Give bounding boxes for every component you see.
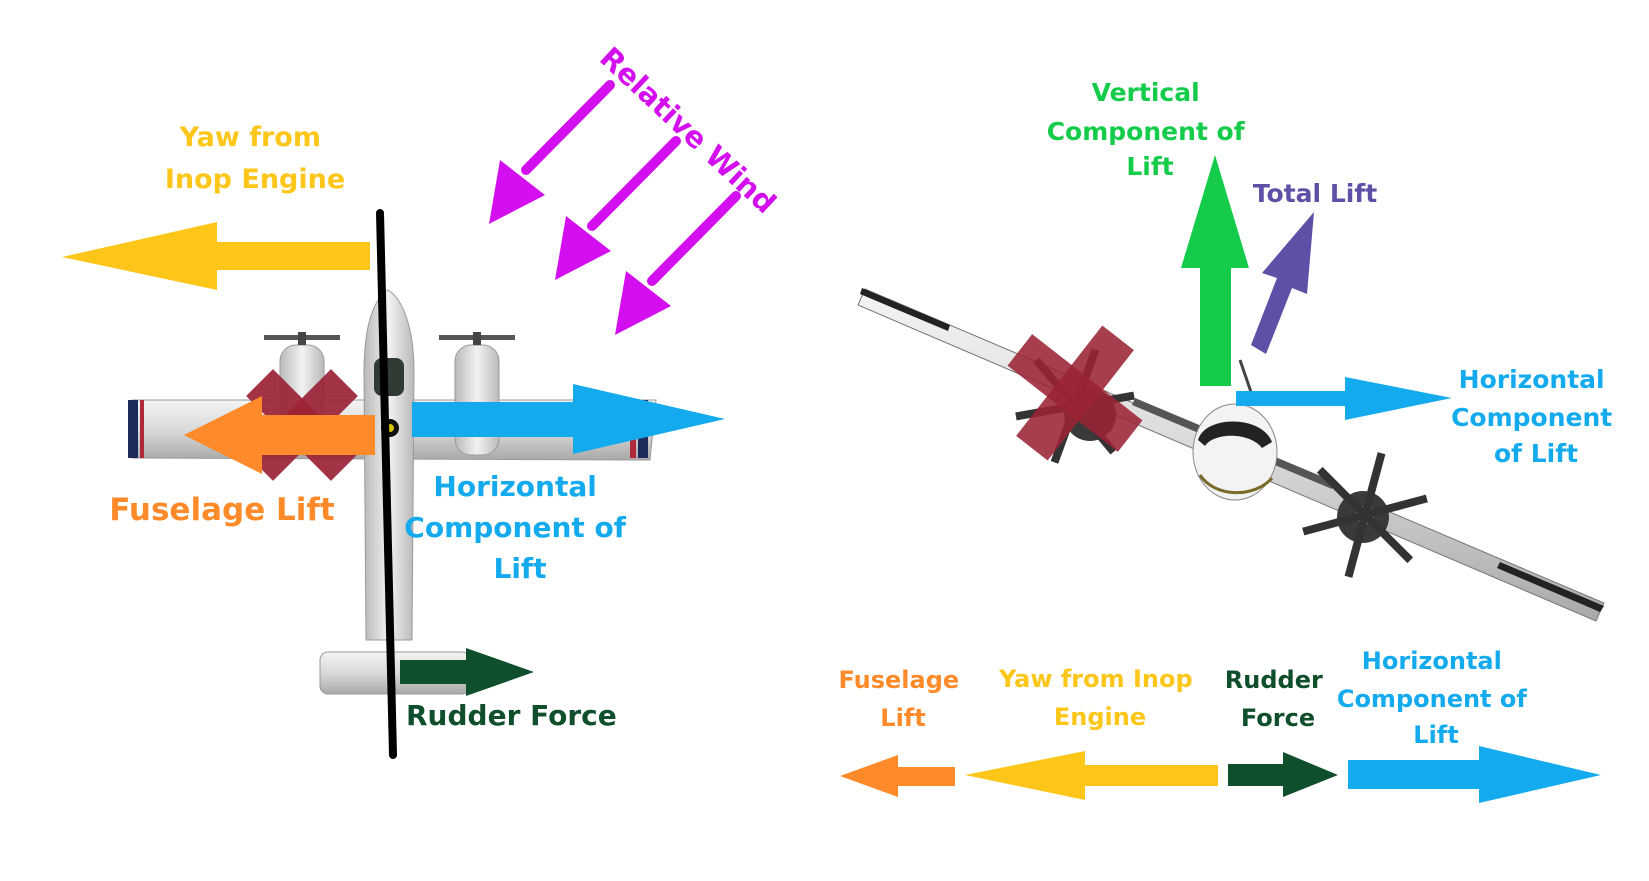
yaw-arrow <box>62 222 370 290</box>
wind-arrow <box>489 80 615 224</box>
horizontal-component-label: Horizontal Component of Lift <box>1451 365 1621 468</box>
vertical-component-arrow <box>1181 155 1249 386</box>
horizontal-component-arrow <box>1348 746 1601 803</box>
total-lift-arrow <box>1251 212 1314 354</box>
horizontal-component-arrow <box>412 384 725 454</box>
wind-arrow <box>615 191 741 335</box>
force-balance-row <box>840 746 1601 803</box>
yaw-label: Yaw from Inop Engine <box>165 122 345 195</box>
inop-engine-x-icon <box>1007 325 1143 461</box>
horizontal-component-arrow <box>1236 377 1452 420</box>
horizontal-component-label: Horizontal Component of Lift <box>1337 647 1535 749</box>
longitudinal-axis-line <box>376 209 397 759</box>
yaw-label: Yaw from Inop Engine <box>998 665 1201 731</box>
rudder-force-arrow <box>1228 752 1338 797</box>
fuselage-lift-label: Fuselage Lift <box>109 492 335 528</box>
total-lift-label: Total Lift <box>1253 179 1377 208</box>
fuselage-lift-arrow <box>184 396 375 474</box>
rudder-force-arrow <box>400 648 534 696</box>
rudder-force-label: Rudder Force <box>1225 666 1331 732</box>
rudder-force-label: Rudder Force <box>406 699 617 732</box>
wind-arrow <box>555 136 681 280</box>
horizontal-component-label: Horizontal Component of Lift <box>404 470 635 585</box>
fuselage-lift-label: Fuselage Lift <box>838 666 967 732</box>
yaw-arrow <box>965 751 1218 800</box>
fuselage-lift-arrow <box>840 755 955 797</box>
relative-wind-arrows <box>489 80 741 335</box>
vertical-component-label: Vertical Component of Lift <box>1047 78 1254 181</box>
